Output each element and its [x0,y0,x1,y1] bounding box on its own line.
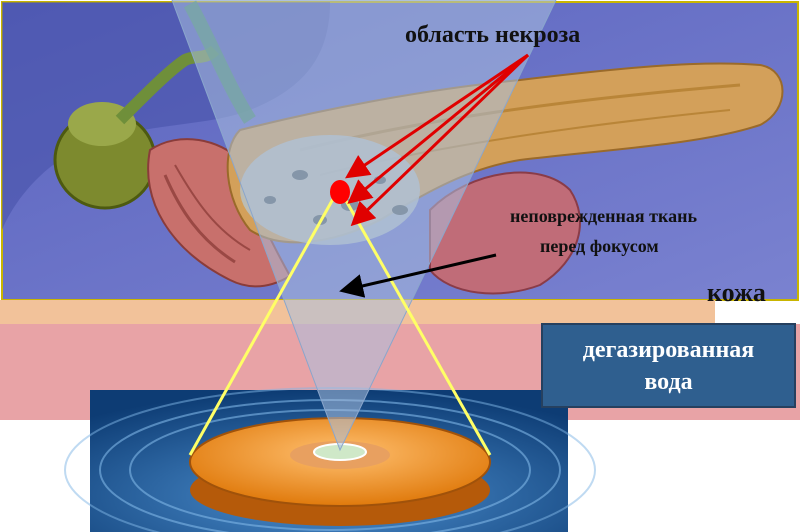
intact-tissue-arrow [339,253,497,298]
label-intact-tissue-line2: перед фокусом [540,236,659,256]
necrosis-arrows [345,53,530,227]
focus-point [330,180,350,204]
label-degassed-water-line2: вода [644,368,693,395]
label-intact-tissue-line1: неповрежденная ткань [510,206,697,226]
label-skin: кожа [707,278,766,307]
degassed-water-box: дегазированная вода [541,323,796,408]
focus-beams [188,189,492,456]
label-degassed-water-line1: дегазированная [582,336,755,363]
ultrasound-transducer [189,417,491,526]
gallbladder [53,45,220,210]
stomach [429,171,581,295]
label-necrosis-area: область некроза [405,22,581,48]
